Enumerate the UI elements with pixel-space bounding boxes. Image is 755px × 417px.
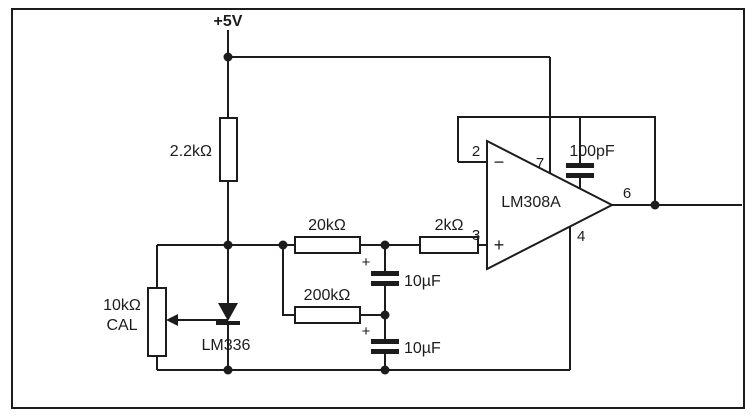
supply-voltage-label: +5V: [214, 13, 243, 30]
junction-dot: [380, 365, 390, 375]
cap-plate: [566, 173, 594, 178]
resistor-20k-body: [294, 236, 361, 254]
junction-dot: [380, 240, 390, 250]
resistor-200k-label: 200kΩ: [304, 287, 351, 304]
junction-dot: [380, 310, 390, 320]
cap-10uf-upper-symbol: [371, 271, 399, 286]
pot-value-label: 10kΩ: [103, 297, 141, 314]
pin6-label: 6: [623, 185, 631, 202]
lm336-diode-symbol: [216, 303, 240, 325]
opamp-triangle: [486, 139, 615, 271]
pin2-label: 2: [472, 143, 480, 160]
diode-triangle: [218, 303, 238, 321]
resistor-200k-body: [294, 306, 361, 324]
potentiometer-body: [147, 287, 167, 357]
cap-10uf-upper-polarity-sign: +: [362, 254, 371, 271]
resistor-2k2-body: [219, 117, 238, 182]
cap-100pf-symbol: [566, 163, 594, 178]
opamp-minus-sign: −: [494, 152, 505, 172]
cap-10uf-upper-label: 10µF: [404, 273, 441, 290]
pin3-label: 3: [472, 227, 480, 244]
cap-plate: [371, 271, 399, 276]
cap-10uf-lower-label: 10µF: [404, 340, 441, 357]
pin4-label: 4: [577, 228, 585, 245]
cap-plate: [371, 349, 399, 354]
opamp-plus-sign: +: [494, 235, 505, 255]
pot-cal-label: CAL: [106, 317, 137, 334]
junction-dot: [223, 52, 233, 62]
junction-dot: [278, 240, 288, 250]
junction-dot: [650, 200, 660, 210]
lm336-label: LM336: [202, 337, 251, 354]
resistor-20k-label: 20kΩ: [308, 217, 346, 234]
opamp-label: LM308A: [501, 194, 561, 211]
resistor-2k2-label: 2.2kΩ: [170, 143, 212, 160]
cap-plate: [566, 163, 594, 168]
pot-wiper-arrow-icon: [166, 314, 178, 326]
cap-plate: [371, 281, 399, 286]
junction-dot: [223, 240, 233, 250]
pin7-label: 7: [536, 155, 544, 172]
junction-dots: [223, 52, 660, 375]
resistor-2k-body: [419, 236, 479, 254]
diagram-border: [11, 8, 745, 409]
diode-cathode-bar: [216, 321, 240, 325]
resistor-2k-label: 2kΩ: [435, 217, 464, 234]
cap-10uf-lower-symbol: [371, 339, 399, 354]
cap-100pf-label: 100pF: [569, 143, 615, 160]
cap-10uf-lower-polarity-sign: +: [362, 323, 371, 340]
junction-dot: [223, 365, 233, 375]
cap-plate: [371, 339, 399, 344]
